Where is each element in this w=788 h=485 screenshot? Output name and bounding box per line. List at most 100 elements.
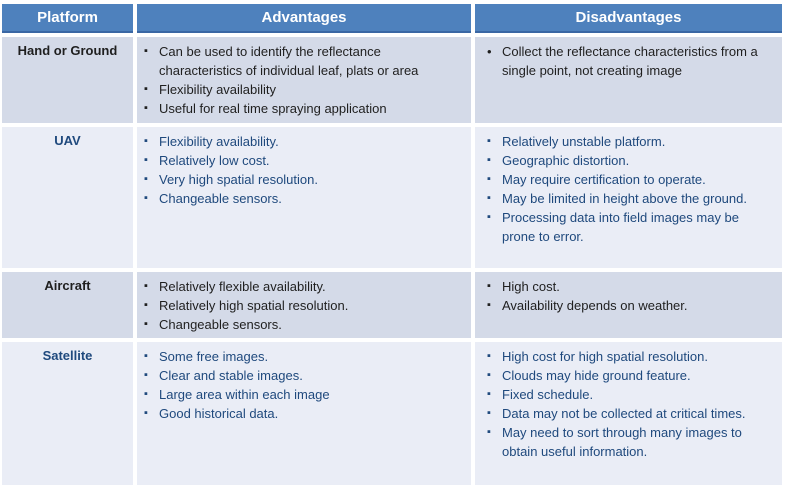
advantages-cell-hand-or-ground: ▪ Can be used to identify the reflectanc… xyxy=(137,37,471,123)
list-item-text: Relatively unstable platform. xyxy=(502,134,666,149)
square-bullet-icon: ▪ xyxy=(487,369,491,381)
list-item-text: Relatively flexible availability. xyxy=(159,279,326,294)
square-bullet-icon: ▪ xyxy=(144,350,148,362)
square-bullet-icon: ▪ xyxy=(144,83,148,95)
square-bullet-icon: ▪ xyxy=(487,407,491,419)
list-item-text: Changeable sensors. xyxy=(159,191,282,206)
list-item-text: Flexibility availability xyxy=(159,82,277,97)
header-platform-label: Platform xyxy=(37,9,98,26)
list-item: ▪ Processing data into field images may … xyxy=(487,208,774,246)
square-bullet-icon: ▪ xyxy=(144,45,148,57)
list-item: ▪ Clear and stable images. xyxy=(144,366,465,385)
square-bullet-icon: ▪ xyxy=(487,388,491,400)
list-item-text: Geographic distortion. xyxy=(502,153,630,168)
square-bullet-icon: ▪ xyxy=(144,407,148,419)
list-item: ▪ Availability depends on weather. xyxy=(487,296,774,315)
square-bullet-icon: ▪ xyxy=(487,135,491,147)
list-item: ▪ May need to sort through many images t… xyxy=(487,423,774,461)
platform-label: UAV xyxy=(54,133,81,148)
header-cell-disadvantages: Disadvantages xyxy=(475,4,782,33)
square-bullet-icon: ▪ xyxy=(487,280,491,292)
square-bullet-icon: ▪ xyxy=(487,350,491,362)
list-item: ▪ Fixed schedule. xyxy=(487,385,774,404)
square-bullet-icon: ▪ xyxy=(144,299,148,311)
list-item: • Collect the reflectance characteristic… xyxy=(487,42,774,80)
list-item-text: Useful for real time spraying applicatio… xyxy=(159,101,387,116)
list-item: ▪ Very high spatial resolution. xyxy=(144,170,465,189)
square-bullet-icon: ▪ xyxy=(144,369,148,381)
square-bullet-icon: ▪ xyxy=(487,192,491,204)
list-item: ▪ Large area within each image xyxy=(144,385,465,404)
list-item-text: Relatively high spatial resolution. xyxy=(159,298,349,313)
list-item: ▪ Relatively high spatial resolution. xyxy=(144,296,465,315)
advantages-cell-satellite: ▪ Some free images. ▪ Clear and stable i… xyxy=(137,342,471,485)
square-bullet-icon: ▪ xyxy=(487,211,491,223)
list-item-text: May need to sort through many images to … xyxy=(502,425,742,459)
header-advantages-label: Advantages xyxy=(261,9,347,26)
header-cell-platform: Platform xyxy=(2,4,133,33)
list-item: ▪ Relatively flexible availability. xyxy=(144,277,465,296)
square-bullet-icon: ▪ xyxy=(144,135,148,147)
square-bullet-icon: ▪ xyxy=(144,388,148,400)
disadvantages-cell-hand-or-ground: • Collect the reflectance characteristic… xyxy=(475,37,782,123)
square-bullet-icon: ▪ xyxy=(144,102,148,114)
list-item: ▪ Relatively unstable platform. xyxy=(487,132,774,151)
list-item: ▪ High cost for high spatial resolution. xyxy=(487,347,774,366)
platform-cell-satellite: Satellite xyxy=(2,342,133,485)
list-item: ▪ Clouds may hide ground feature. xyxy=(487,366,774,385)
list-item-text: Fixed schedule. xyxy=(502,387,594,402)
list-item-text: Data may not be collected at critical ti… xyxy=(502,406,746,421)
list-item-text: Clear and stable images. xyxy=(159,368,303,383)
platform-label: Satellite xyxy=(42,348,93,363)
list-item: ▪ Data may not be collected at critical … xyxy=(487,404,774,423)
list-item-text: Flexibility availability. xyxy=(159,134,279,149)
square-bullet-icon: ▪ xyxy=(144,280,148,292)
list-item-text: Clouds may hide ground feature. xyxy=(502,368,691,383)
platform-label: Aircraft xyxy=(44,278,91,293)
square-bullet-icon: ▪ xyxy=(144,192,148,204)
list-item: ▪ Changeable sensors. xyxy=(144,189,465,208)
list-item-text: Relatively low cost. xyxy=(159,153,270,168)
comparison-table: Platform Advantages Disadvantages Hand o… xyxy=(2,4,782,485)
list-item: ▪ May be limited in height above the gro… xyxy=(487,189,774,208)
list-item: ▪ Some free images. xyxy=(144,347,465,366)
list-item: ▪ Good historical data. xyxy=(144,404,465,423)
platform-label: Hand or Ground xyxy=(17,43,118,58)
list-item-text: Some free images. xyxy=(159,349,269,364)
disadvantages-cell-satellite: ▪ High cost for high spatial resolution.… xyxy=(475,342,782,485)
square-bullet-icon: ▪ xyxy=(144,173,148,185)
list-item: ▪ Changeable sensors. xyxy=(144,315,465,334)
list-item-text: Changeable sensors. xyxy=(159,317,282,332)
square-bullet-icon: ▪ xyxy=(487,173,491,185)
square-bullet-icon: ▪ xyxy=(487,426,491,438)
list-item: ▪ Useful for real time spraying applicat… xyxy=(144,99,465,118)
platform-cell-aircraft: Aircraft xyxy=(2,272,133,338)
list-item: ▪ Relatively low cost. xyxy=(144,151,465,170)
list-item-text: Very high spatial resolution. xyxy=(159,172,318,187)
list-item-text: Availability depends on weather. xyxy=(502,298,688,313)
list-item-text: Processing data into field images may be… xyxy=(502,210,740,244)
list-item: ▪ Flexibility availability xyxy=(144,80,465,99)
list-item-text: Large area within each image xyxy=(159,387,330,402)
square-bullet-icon: ▪ xyxy=(144,318,148,330)
advantages-cell-uav: ▪ Flexibility availability. ▪ Relatively… xyxy=(137,127,471,268)
platform-cell-hand-or-ground: Hand or Ground xyxy=(2,37,133,123)
platform-cell-uav: UAV xyxy=(2,127,133,268)
list-item-text: High cost. xyxy=(502,279,560,294)
list-item: ▪ High cost. xyxy=(487,277,774,296)
square-bullet-icon: ▪ xyxy=(487,299,491,311)
disadvantages-cell-aircraft: ▪ High cost. ▪ Availability depends on w… xyxy=(475,272,782,338)
list-item: ▪ May require certification to operate. xyxy=(487,170,774,189)
header-disadvantages-label: Disadvantages xyxy=(575,9,682,26)
list-item-text: Can be used to identify the reflectance … xyxy=(159,44,419,78)
round-bullet-icon: • xyxy=(487,44,492,59)
list-item-text: May be limited in height above the groun… xyxy=(502,191,747,206)
advantages-cell-aircraft: ▪ Relatively flexible availability. ▪ Re… xyxy=(137,272,471,338)
square-bullet-icon: ▪ xyxy=(487,154,491,166)
list-item: ▪ Flexibility availability. xyxy=(144,132,465,151)
list-item-text: High cost for high spatial resolution. xyxy=(502,349,708,364)
disadvantages-cell-uav: ▪ Relatively unstable platform. ▪ Geogra… xyxy=(475,127,782,268)
list-item: ▪ Can be used to identify the reflectanc… xyxy=(144,42,465,80)
list-item: ▪ Geographic distortion. xyxy=(487,151,774,170)
list-item-text: Good historical data. xyxy=(159,406,279,421)
